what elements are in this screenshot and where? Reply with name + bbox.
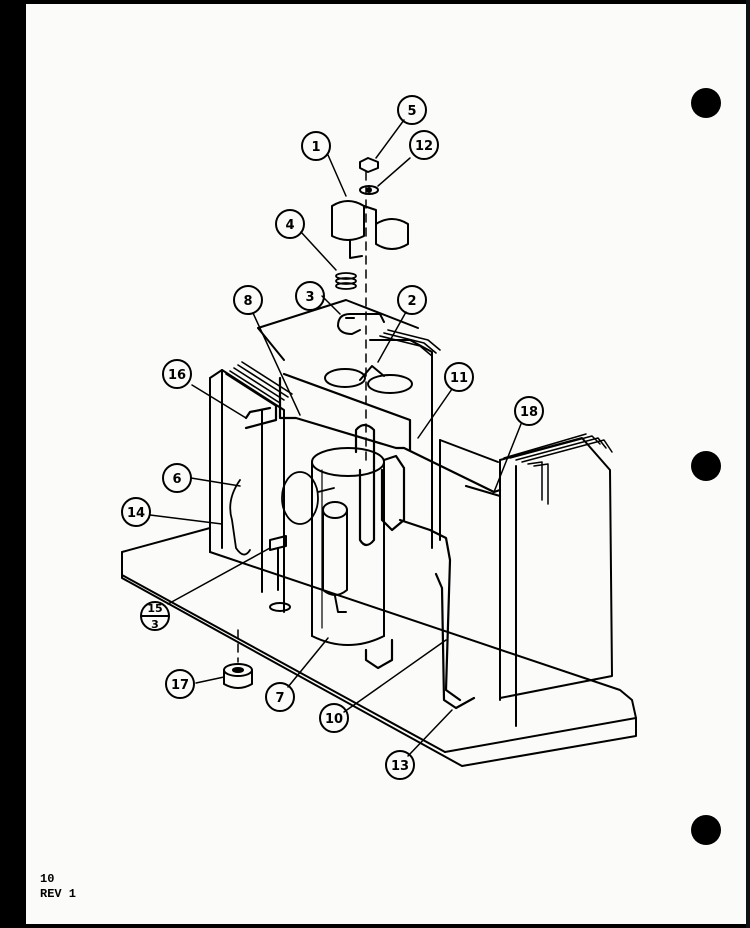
leader-lines bbox=[149, 119, 522, 757]
spring bbox=[335, 272, 357, 290]
capillary-loop bbox=[229, 471, 335, 556]
clamp bbox=[337, 313, 385, 335]
compressor-mount bbox=[324, 365, 413, 394]
scan-border-left bbox=[0, 0, 26, 928]
binder-hole-top bbox=[691, 88, 721, 118]
grommet bbox=[223, 663, 253, 689]
callout-labels: 1 2 3 4 5 6 7 8 10 11 12 13 14 15 3 16 1… bbox=[127, 104, 538, 774]
callout-16: 16 bbox=[168, 368, 186, 383]
callout-circles bbox=[121, 95, 544, 780]
callout-8: 8 bbox=[243, 294, 252, 309]
callout-4: 4 bbox=[285, 218, 294, 233]
callout-15-page: 3 bbox=[151, 618, 159, 631]
back-panel bbox=[257, 299, 441, 549]
callout-13: 13 bbox=[391, 759, 409, 774]
overload-relay bbox=[269, 535, 291, 612]
revision-label: REV 1 bbox=[40, 887, 77, 901]
right-coil bbox=[439, 433, 613, 727]
binder-hole-bottom bbox=[691, 815, 721, 845]
callout-3: 3 bbox=[305, 290, 314, 305]
refrigerant-tubing bbox=[244, 372, 502, 710]
callout-18: 18 bbox=[520, 405, 538, 420]
scan-border-right bbox=[746, 0, 750, 928]
scan-border-bottom bbox=[0, 924, 750, 928]
callout-1: 1 bbox=[311, 140, 320, 155]
callout-2: 2 bbox=[407, 294, 416, 309]
page-number: 10 bbox=[40, 872, 55, 886]
binder-hole-middle bbox=[691, 451, 721, 481]
callout-12: 12 bbox=[415, 139, 433, 154]
callout-5: 5 bbox=[407, 104, 416, 119]
callout-6: 6 bbox=[172, 472, 181, 487]
nut-and-washer bbox=[359, 157, 379, 195]
capacitor-bracket bbox=[331, 200, 409, 259]
callout-11: 11 bbox=[450, 371, 468, 386]
callout-17: 17 bbox=[171, 678, 189, 693]
callout-14: 14 bbox=[127, 506, 145, 521]
callout-10: 10 bbox=[325, 712, 343, 727]
assembly-axis bbox=[237, 171, 367, 663]
base-pan bbox=[121, 527, 637, 767]
callout-7: 7 bbox=[275, 691, 284, 706]
callout-15-part: 15 bbox=[147, 602, 162, 615]
scan-border-top bbox=[0, 0, 750, 4]
compressor bbox=[311, 447, 385, 646]
